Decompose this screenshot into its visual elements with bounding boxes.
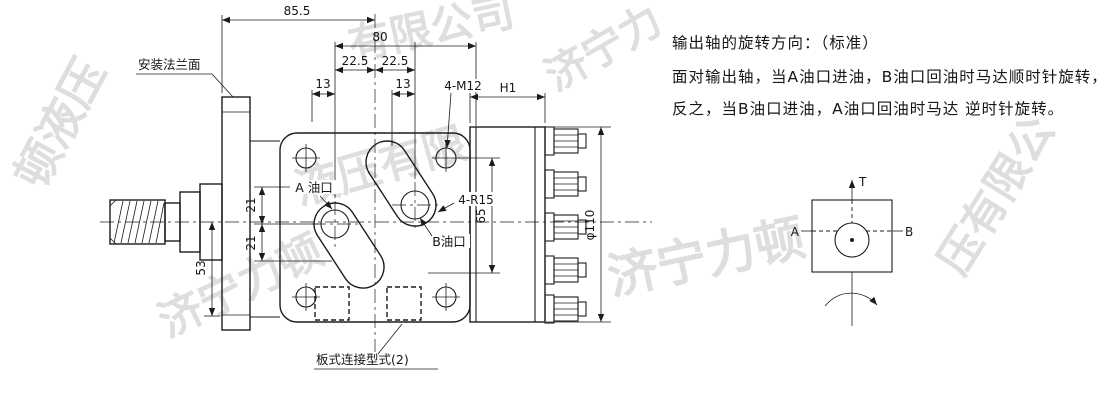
watermark-layer: 顿液压 有限公司 济宁力 液压有限 济宁力顿 济宁力顿 压有限公 (4, 0, 1065, 348)
dimension-85-5: 85.5 (221, 4, 375, 93)
flange-neck (250, 140, 280, 318)
label-text: B油口 (432, 234, 466, 249)
dim-text: 22.5 (382, 54, 409, 68)
fitting-plug (544, 294, 587, 324)
dim-text: 13 (315, 77, 330, 91)
schematic-label-t: T (858, 175, 867, 189)
dimension-phi110: φ110 (546, 126, 611, 323)
oil-ports (312, 140, 438, 289)
schematic-label-a: A (791, 225, 800, 239)
dimension-53: 53 (194, 222, 220, 317)
hydraulic-schematic: T A B (791, 175, 913, 326)
kidney-slot-lower (313, 202, 385, 289)
dim-text: H1 (500, 81, 517, 95)
fitting-plug (544, 255, 587, 285)
dim-text: φ110 (583, 210, 597, 241)
fitting-plug (544, 169, 587, 199)
dim-text: 53 (194, 260, 208, 275)
label-text: 4-R15 (458, 193, 494, 207)
dim-text: 21 (244, 197, 258, 212)
bottom-port-left (314, 286, 350, 321)
shaft-chamfer (109, 199, 117, 245)
watermark: 济宁力 (537, 0, 671, 101)
port-b-centerlines (392, 182, 438, 228)
dimension-13-left: 13 (311, 77, 335, 122)
watermark: 济宁力顿 (602, 208, 810, 306)
label-text: A 油口 (295, 180, 333, 195)
dim-text: 22.5 (342, 54, 369, 68)
end-fittings (544, 126, 587, 324)
bolt-hole-crosshairs (292, 144, 460, 311)
dimension-13-right: 13 (391, 77, 415, 146)
watermark: 顿液压 (4, 50, 116, 197)
port-a-centerlines (312, 201, 358, 247)
notes-line1: 面对输出轴，当A油口进油，B油口回油时马达顺时针旋转， (672, 68, 1108, 86)
dimension-22-5-right: 22.5 (375, 54, 415, 74)
dim-text: 85.5 (284, 4, 311, 18)
label-text: 板式连接型式(2) (316, 352, 409, 367)
notes-title: 输出轴的旋转方向：（标准） (672, 34, 879, 52)
label-port-a: A 油口 (290, 180, 338, 210)
dimension-22-5-left: 22.5 (335, 54, 375, 74)
thread-hatching (113, 200, 165, 244)
dim-text: 80 (372, 30, 387, 44)
motor-side-view: 85.5 80 22.5 22.5 13 13 (100, 4, 652, 370)
bottom-port-right (386, 286, 422, 321)
dimension-65: 65 (428, 157, 500, 274)
schematic-label-b: B (905, 225, 913, 239)
dim-text: 21 (244, 235, 258, 250)
label-text: 4-M12 (444, 79, 482, 93)
fitting-plug (544, 212, 587, 242)
rotation-direction-arrow (824, 292, 878, 307)
label-mount-flange: 安装法兰面 (136, 57, 234, 98)
rotation-notes: 输出轴的旋转方向：（标准） 面对输出轴，当A油口进油，B油口回油时马达顺时针旋转… (672, 34, 1108, 118)
dim-text: 65 (474, 208, 488, 223)
dim-text: 13 (395, 77, 410, 91)
motor-symbol-circle (834, 222, 870, 258)
mounting-flange (221, 96, 251, 331)
notes-line2: 反之，当B油口进油，A油口回油时马达 逆时针旋转。 (672, 100, 1064, 118)
motor-symbol-center-dot (850, 238, 854, 242)
label-4-r15: 4-R15 (437, 192, 499, 213)
watermark: 有限公司 (344, 0, 519, 70)
housing-section-lines (475, 127, 536, 322)
label-4-m12: 4-M12 (438, 79, 488, 149)
watermark: 压有限公 (928, 108, 1065, 284)
label-connection-type: 板式连接型式(2) (314, 323, 438, 370)
bolt-holes (292, 144, 460, 311)
label-text: 安装法兰面 (138, 57, 201, 72)
dimension-h1: H1 (469, 81, 546, 123)
fitting-plug (544, 126, 587, 156)
label-port-b: B油口 (419, 217, 470, 249)
